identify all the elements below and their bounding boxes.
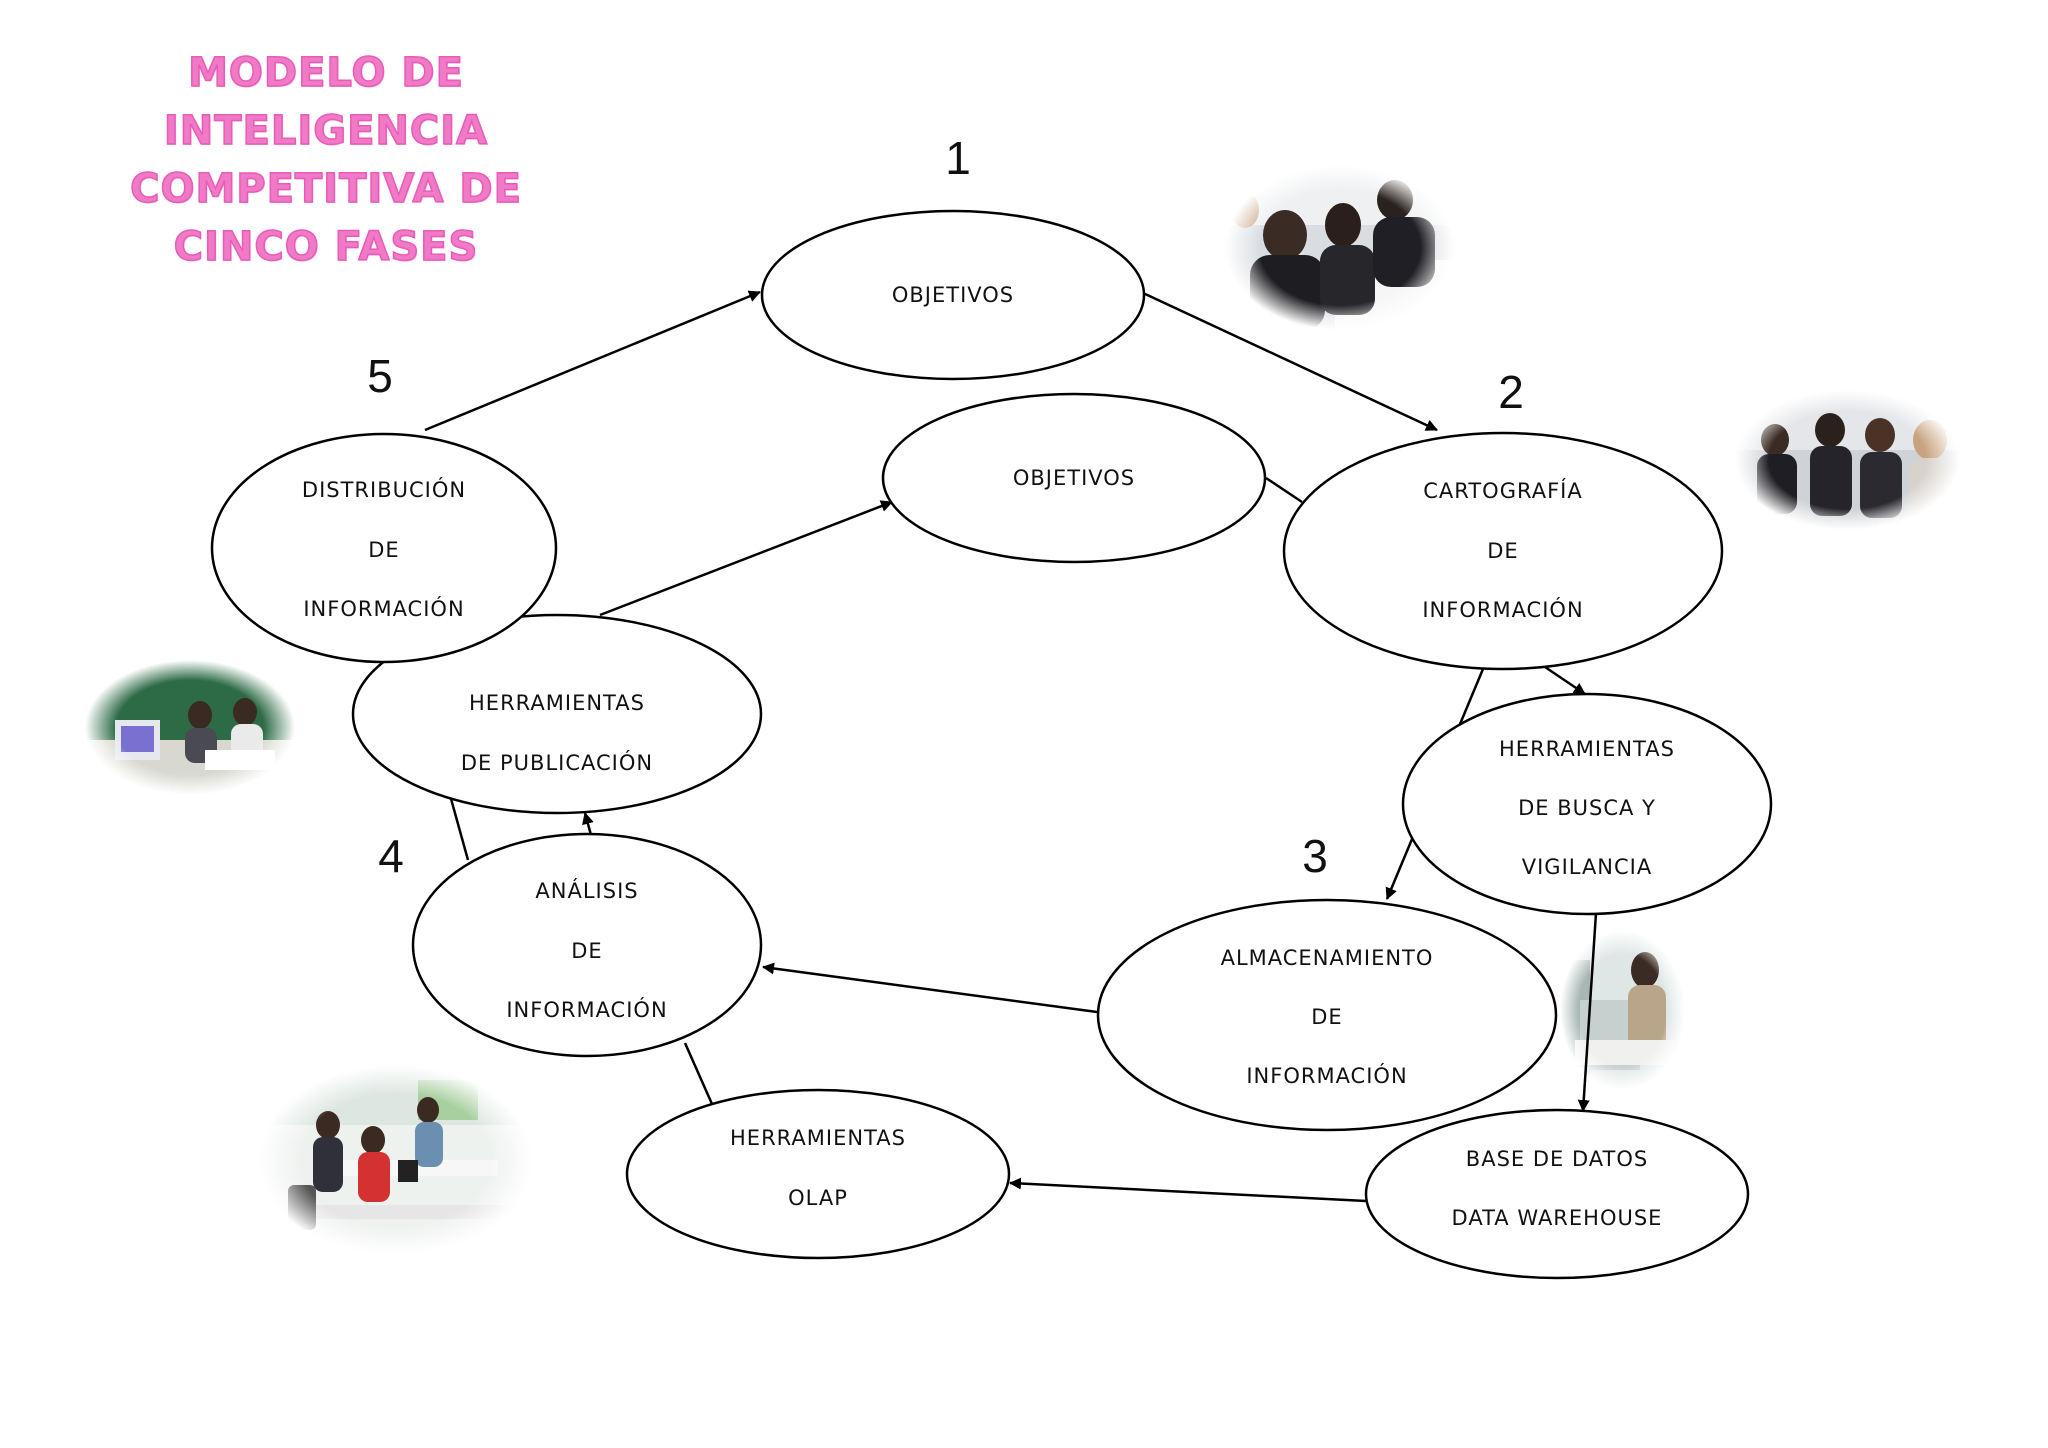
lab-worker-photo: [1560, 930, 1685, 1090]
phase-number-2: 2: [1498, 366, 1524, 418]
node-publicacion-line1: HERRAMIENTAS: [469, 691, 645, 715]
title-line-2: INTELIGENCIA: [163, 107, 489, 155]
node-objetivos-top: OBJETIVOS: [760, 209, 1146, 381]
node-distribucion: DISTRIBUCIÓN DE INFORMACIÓN: [210, 432, 558, 664]
node-herr-busca-line2: DE BUSCA Y: [1518, 796, 1656, 820]
node-base-datos: BASE DE DATOS DATA WAREHOUSE: [1364, 1108, 1750, 1280]
title-line-1: MODELO DE: [187, 49, 464, 97]
node-herramientas-busca: HERRAMIENTAS DE BUSCA Y VIGILANCIA: [1401, 692, 1773, 916]
node-herr-busca-line3: VIGILANCIA: [1522, 855, 1653, 879]
node-herramientas-olap: HERRAMIENTAS OLAP: [625, 1088, 1011, 1260]
node-almacenamiento-line3: INFORMACIÓN: [1246, 1063, 1407, 1088]
office-group-photo: [1735, 390, 1960, 530]
node-analisis-line2: DE: [571, 939, 602, 963]
node-cartografia: CARTOGRAFÍA DE INFORMACIÓN: [1282, 431, 1724, 671]
node-base-datos-line1: BASE DE DATOS: [1466, 1147, 1648, 1171]
node-distribucion-line3: INFORMACIÓN: [303, 596, 464, 621]
diagram-title: MODELO DE INTELIGENCIA COMPETITIVA DE CI…: [96, 44, 556, 276]
phase-number-5: 5: [367, 350, 393, 402]
line-objetivos-inner-to-cartografia: [1265, 476, 1303, 504]
arrow-analisis-to-publicacion: [582, 812, 594, 836]
node-base-datos-line2: DATA WAREHOUSE: [1452, 1206, 1663, 1230]
node-almacenamiento-line2: DE: [1311, 1005, 1342, 1029]
node-olap-line2: OLAP: [788, 1186, 848, 1210]
team-meeting-photo: [1225, 165, 1455, 330]
node-analisis-line3: INFORMACIÓN: [506, 997, 667, 1022]
line-olap-to-analisis: [683, 1042, 714, 1105]
node-olap-line1: HERRAMIENTAS: [730, 1126, 906, 1150]
node-herr-busca-line1: HERRAMIENTAS: [1499, 737, 1675, 761]
title-line-4: CINCO FASES: [173, 223, 479, 271]
phase-number-4: 4: [378, 830, 404, 882]
phase-number-3: 3: [1302, 830, 1328, 882]
node-distribucion-line2: DE: [368, 538, 399, 562]
node-almacenamiento: ALMACENAMIENTO DE INFORMACIÓN: [1096, 898, 1558, 1132]
node-analisis: ANÁLISIS DE INFORMACIÓN: [411, 832, 763, 1058]
computer-room-photo: [85, 660, 295, 795]
node-cartografia-line3: INFORMACIÓN: [1422, 597, 1583, 622]
node-objetivos-inner: OBJETIVOS: [881, 392, 1267, 564]
node-analisis-line1: ANÁLISIS: [535, 878, 638, 903]
arrow-objetivos-to-cartografia: [1142, 291, 1438, 432]
node-herramientas-publicacion: HERRAMIENTAS DE PUBLICACIÓN: [351, 613, 763, 815]
arrow-distribucion-to-objetivos: [424, 290, 761, 432]
node-almacenamiento-line1: ALMACENAMIENTO: [1221, 946, 1434, 970]
arrow-vigilancia-to-base-datos: [1577, 912, 1598, 1112]
title-line-3: COMPETITIVA DE: [129, 165, 522, 213]
arrow-publicacion-to-objetivos-inner: [599, 500, 893, 617]
node-cartografia-line1: CARTOGRAFÍA: [1423, 478, 1582, 503]
arrow-almacenamiento-to-analisis: [762, 962, 1098, 1014]
arrow-base-datos-to-olap: [1009, 1177, 1367, 1203]
open-office-photo: [258, 1065, 533, 1255]
arrow-cartografia-to-herr-busca: [1544, 665, 1586, 696]
node-objetivos-top-line1: OBJETIVOS: [892, 283, 1014, 307]
phase-number-1: 1: [945, 132, 971, 184]
node-objetivos-inner-line1: OBJETIVOS: [1013, 466, 1135, 490]
node-distribucion-line1: DISTRIBUCIÓN: [302, 477, 466, 502]
node-publicacion-line2: DE PUBLICACIÓN: [461, 750, 653, 775]
node-cartografia-line2: DE: [1487, 539, 1518, 563]
